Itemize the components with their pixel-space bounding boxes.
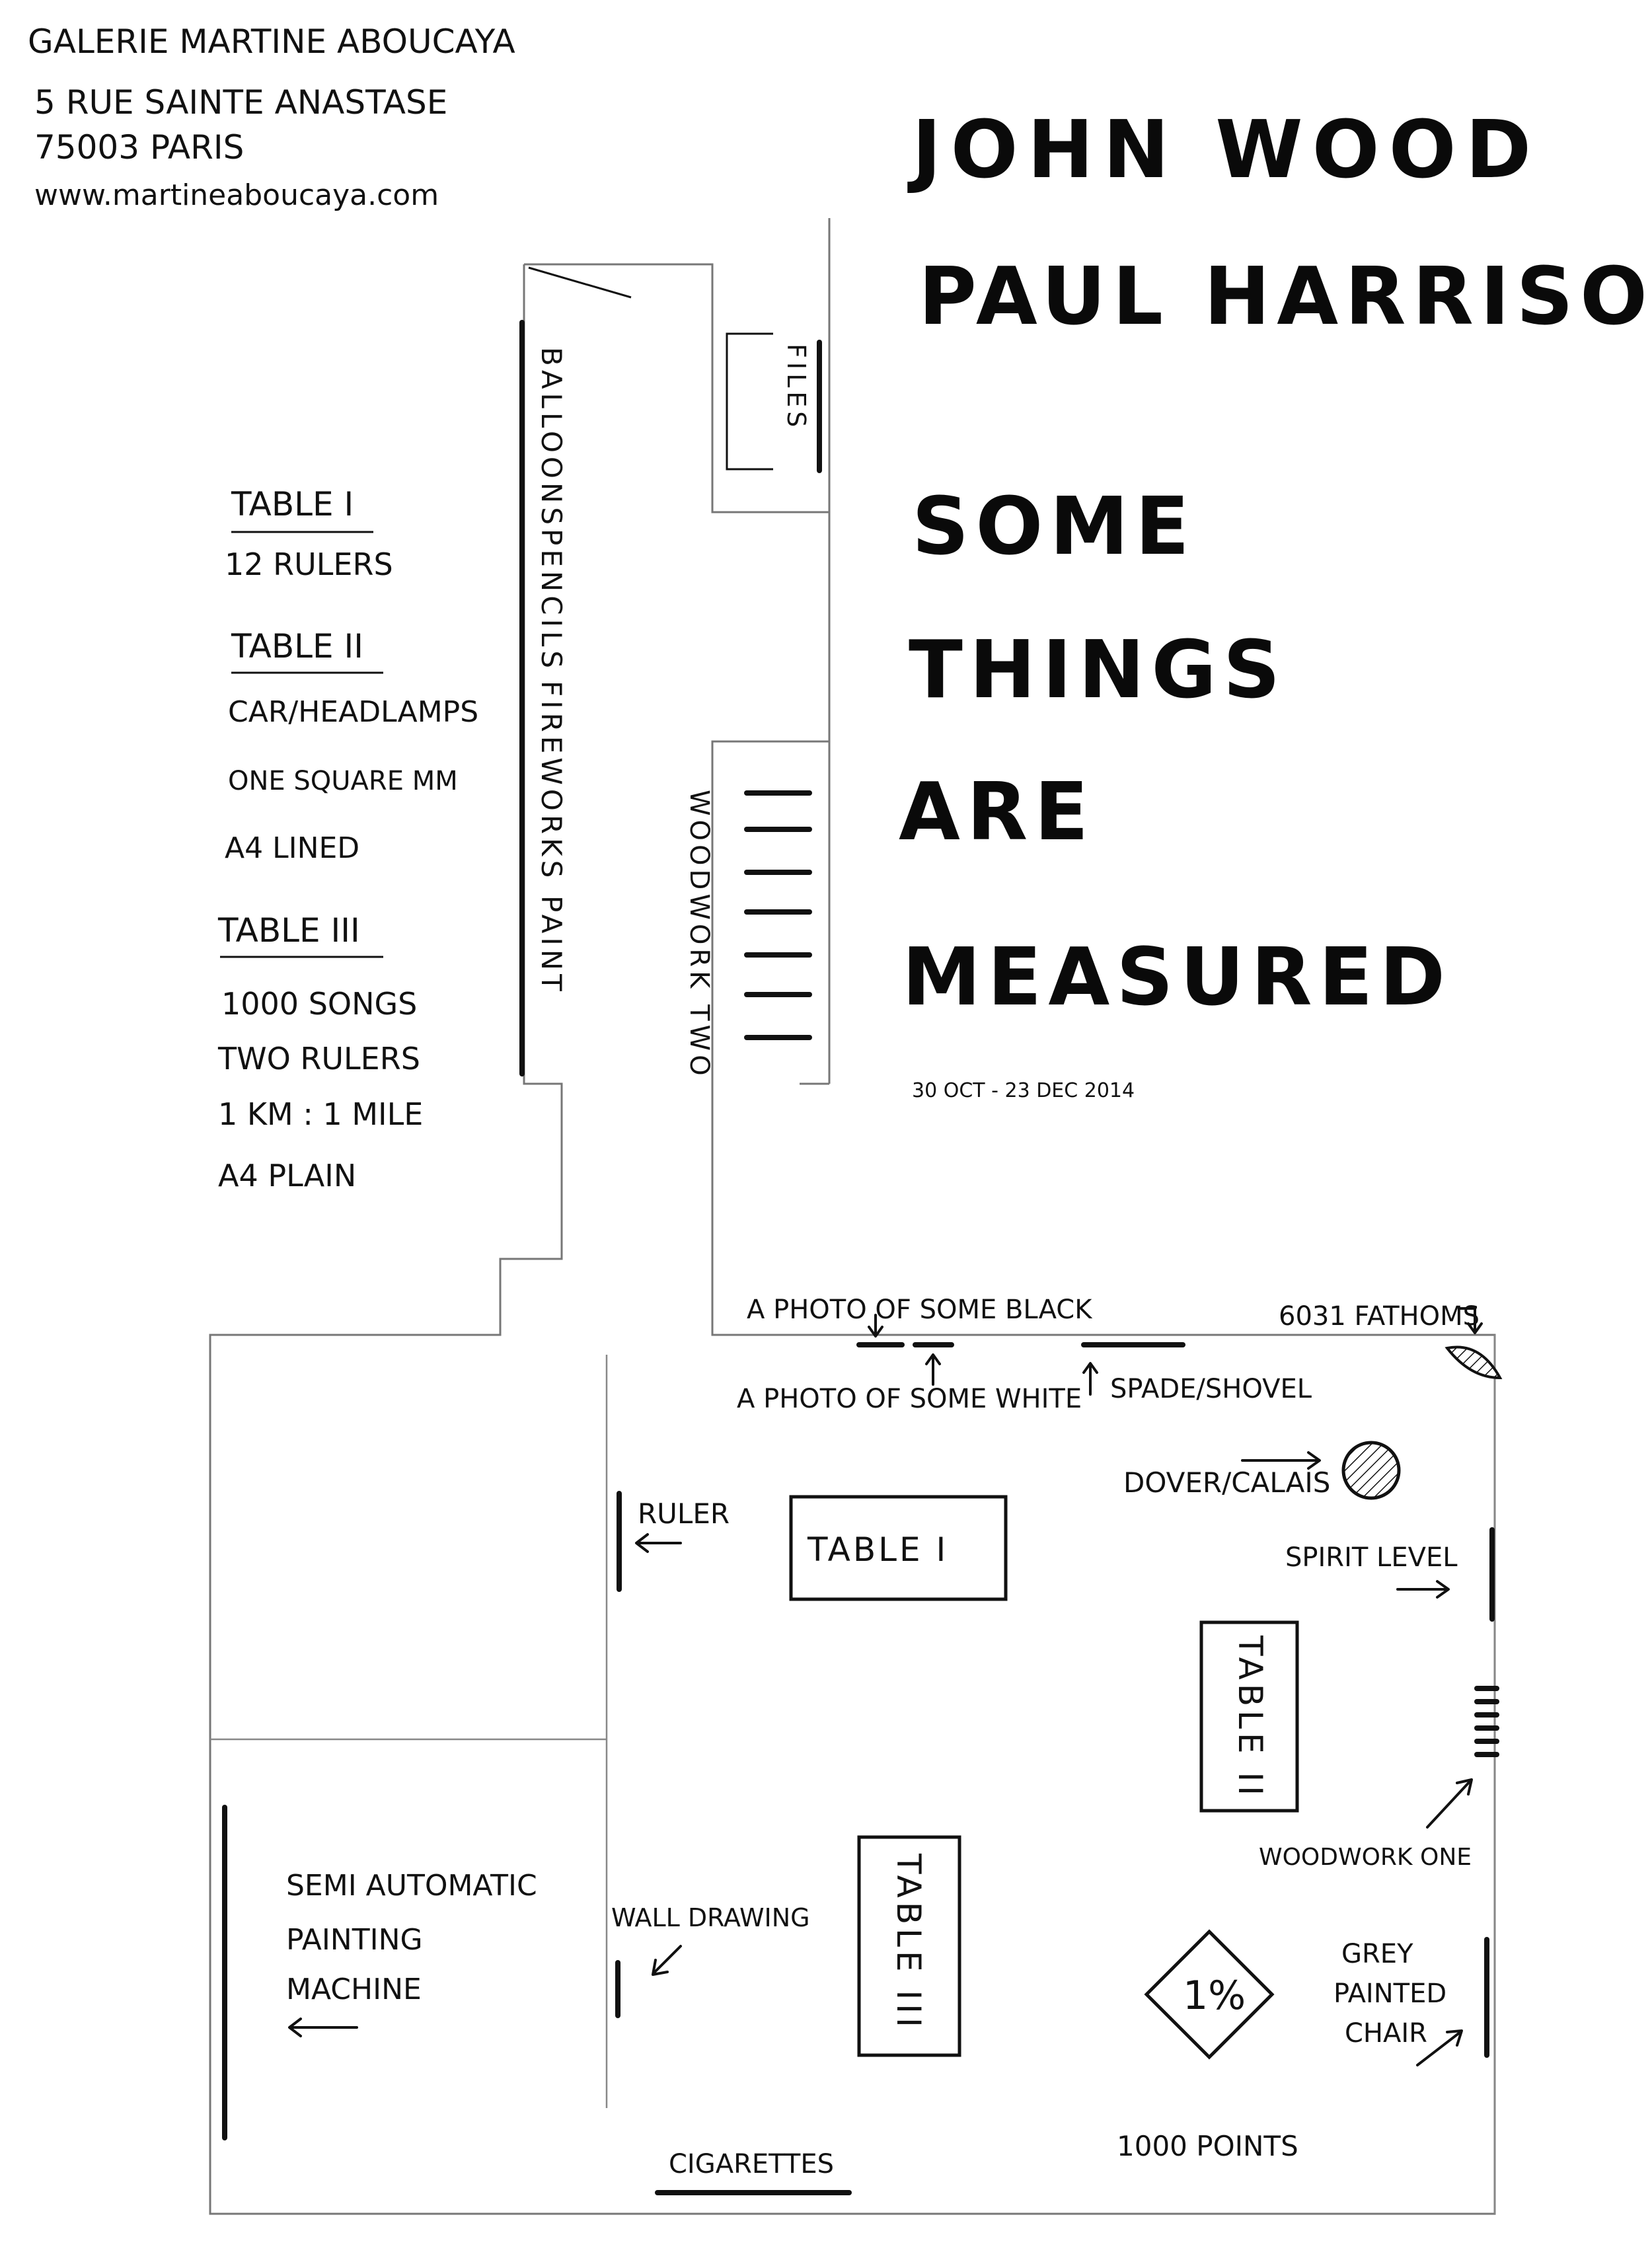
- title-some: SOME: [912, 481, 1196, 573]
- gallery-name: GALERIE MARTINE ABOUCAYA: [28, 22, 515, 61]
- arrow-icon: [1416, 2029, 1463, 2066]
- woodwork-two-lines: [744, 790, 812, 1040]
- label-painting: PAINTING: [286, 1923, 423, 1957]
- label-spade-shovel: SPADE/SHOVEL: [1110, 1374, 1312, 1404]
- label-dover-calais: DOVER/CALAIS: [1123, 1466, 1330, 1499]
- gallery-city: 75003 PARIS: [34, 128, 244, 167]
- label-one-percent: 1%: [1183, 1973, 1246, 2019]
- label-table-3: TABLE III: [889, 1853, 928, 2031]
- label-ruler: RULER: [638, 1497, 730, 1530]
- legend-table3-heading: TABLE III: [217, 911, 360, 950]
- legend-table1-heading: TABLE I: [231, 485, 354, 523]
- legend-item: ONE SQUARE MM: [228, 766, 458, 796]
- corridor-works: BALLOONS PENCILS FIREWORKS PAINT FILES W…: [519, 320, 822, 1080]
- one-percent-object: [1144, 1929, 1275, 2060]
- artist-paul-harrison: PAUL HARRISON: [919, 251, 1652, 343]
- label-spirit-level: SPIRIT LEVEL: [1285, 1542, 1458, 1573]
- arrow-icon: [288, 2018, 358, 2037]
- label-files: FILES: [782, 344, 811, 431]
- exhibition-dates: 30 OCT - 23 DEC 2014: [912, 1079, 1135, 1102]
- label-woodwork-one: WOODWORK ONE: [1259, 1844, 1472, 1871]
- exhibition-title: JOHN WOOD PAUL HARRISON SOME THINGS ARE …: [899, 104, 1652, 1102]
- fathoms-object: [1445, 1345, 1503, 1380]
- room-works: A PHOTO OF SOME BLACK A PHOTO OF SOME WH…: [222, 1295, 1503, 2195]
- arrow-icon: [635, 1533, 682, 1553]
- label-balloons: BALLOONS: [535, 347, 568, 529]
- label-chair: CHAIR: [1345, 2018, 1427, 2049]
- legend-item: TWO RULERS: [217, 1041, 420, 1076]
- label-semi-automatic: SEMI AUTOMATIC: [286, 1869, 537, 1903]
- title-measured: MEASURED: [902, 932, 1452, 1024]
- works-legend: TABLE I 12 RULERS TABLE II CAR/HEADLAMPS…: [217, 485, 478, 1193]
- table-2: [1199, 1620, 1299, 1813]
- label-fireworks: FIREWORKS: [535, 681, 568, 882]
- label-table-2: TABLE II: [1231, 1635, 1269, 1799]
- label-cigarettes: CIGARETTES: [669, 2149, 834, 2179]
- label-paint: PAINT: [535, 895, 568, 995]
- files-cabinet: [726, 332, 773, 471]
- gallery-website: www.martineaboucaya.com: [34, 178, 439, 212]
- corridor-wall-left: [209, 263, 1496, 2215]
- arrow-icon: [652, 1945, 682, 1976]
- table-1: [789, 1495, 1008, 1601]
- legend-item: CAR/HEADLAMPS: [228, 695, 478, 729]
- legend-item: A4 PLAIN: [218, 1158, 356, 1193]
- arrow-icon: [1396, 1580, 1450, 1599]
- label-photo-white: A PHOTO OF SOME WHITE: [737, 1384, 1082, 1414]
- legend-table2-heading: TABLE II: [231, 627, 363, 665]
- artist-john-wood: JOHN WOOD: [907, 104, 1540, 196]
- label-pencils: PENCILS: [535, 529, 568, 672]
- label-photo-black: A PHOTO OF SOME BLACK: [747, 1295, 1093, 1325]
- arrow-icon: [1082, 1362, 1098, 1396]
- gallery-walls: [209, 218, 1496, 2215]
- label-wall-drawing: WALL DRAWING: [611, 1903, 810, 1932]
- legend-item: 12 RULERS: [225, 547, 393, 582]
- corridor-diagonal: [528, 266, 632, 299]
- label-painted: PAINTED: [1333, 1979, 1446, 2009]
- label-1000-points: 1000 POINTS: [1117, 2130, 1298, 2162]
- gallery-address: GALERIE MARTINE ABOUCAYA 5 RUE SAINTE AN…: [28, 22, 515, 212]
- label-grey: GREY: [1341, 1939, 1413, 1969]
- table-3: [857, 1835, 961, 2057]
- label-table-1: TABLE I: [807, 1530, 948, 1569]
- legend-item: 1 KM : 1 MILE: [218, 1096, 423, 1132]
- title-things: THINGS: [909, 624, 1287, 716]
- legend-item: A4 LINED: [225, 831, 359, 865]
- arrow-icon: [925, 1353, 941, 1386]
- arrow-icon: [1459, 1307, 1483, 1334]
- label-woodwork-two: WOODWORK TWO: [684, 790, 714, 1080]
- woodwork-one-lines: [1474, 1686, 1499, 1757]
- gallery-street: 5 RUE SAINTE ANASTASE: [34, 83, 447, 122]
- title-are: ARE: [899, 767, 1095, 858]
- legend-item: 1000 SONGS: [221, 986, 417, 1022]
- arrow-icon: [1241, 1451, 1321, 1470]
- dover-calais-object: [1341, 1441, 1401, 1500]
- arrow-icon: [1426, 1778, 1473, 1829]
- arrow-icon: [868, 1314, 883, 1338]
- label-machine: MACHINE: [286, 1973, 422, 2006]
- label-6031-fathoms: 6031 FATHOMS: [1279, 1301, 1480, 1332]
